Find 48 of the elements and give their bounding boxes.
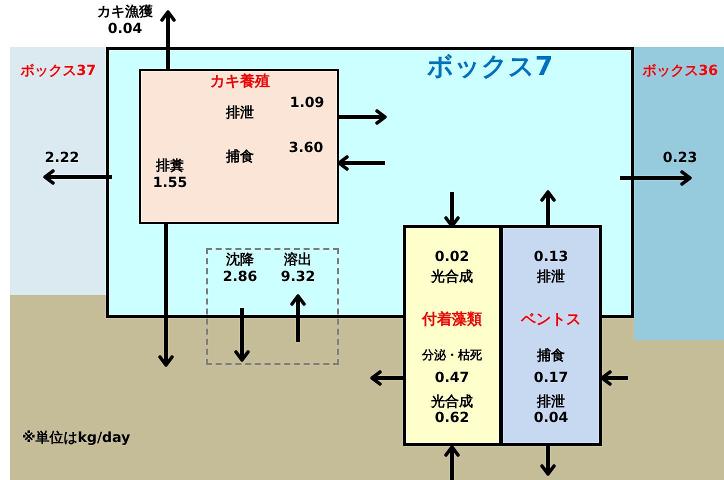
- arrow: [43, 169, 112, 185]
- arrow: [540, 190, 556, 225]
- arrow: [337, 155, 385, 171]
- edge-label: 0.47: [434, 370, 470, 387]
- region-band: [10, 47, 107, 295]
- process-label: 分泌・枯死: [422, 347, 482, 363]
- arrow: [234, 308, 250, 362]
- arrow: [444, 192, 460, 228]
- edge-label: 沈降 2.86: [222, 252, 258, 286]
- edge-label: 1.09: [288, 95, 326, 112]
- arrow: [620, 170, 692, 186]
- region-band: [634, 47, 724, 340]
- edge-label: 0.04: [532, 410, 570, 427]
- process-label: 排泄: [226, 104, 254, 122]
- edge-label: 排糞 1.55: [152, 158, 188, 192]
- edge-label: 0.02: [434, 249, 470, 266]
- algae-panel: [403, 225, 502, 446]
- note: ※単位はkg/day: [22, 430, 130, 447]
- panel-heading: 付着藻類: [422, 310, 482, 329]
- arrow: [339, 109, 387, 125]
- process-label: 排泄: [537, 268, 565, 286]
- benthos-panel: [500, 225, 602, 446]
- process-label: 光合成: [431, 268, 473, 286]
- arrow: [160, 10, 176, 70]
- edge-label: 0.23: [662, 150, 698, 167]
- box-heading: カキ養殖: [210, 72, 270, 91]
- edge-label: 2.22: [44, 150, 80, 167]
- region-name: ボックス36: [642, 62, 718, 80]
- edge-label: 0.62: [434, 410, 470, 427]
- arrow: [370, 370, 403, 386]
- process-label: 捕食: [537, 347, 565, 365]
- region-name: ボックス37: [20, 62, 96, 80]
- arrow: [444, 445, 460, 480]
- arrow: [158, 224, 174, 367]
- edge-label: 溶出 9.32: [280, 252, 316, 286]
- arrow: [540, 446, 556, 476]
- arrow: [290, 294, 306, 342]
- edge-label: 3.60: [288, 140, 324, 157]
- oyster-box: [139, 69, 339, 224]
- process-label: 捕食: [226, 148, 254, 166]
- process-label: 排泄: [537, 393, 565, 411]
- edge-label: カキ漁獲 0.04: [96, 4, 154, 38]
- edge-label: 0.17: [532, 370, 570, 387]
- box-title: ボックス7: [427, 52, 554, 82]
- edge-label: 0.13: [532, 249, 570, 266]
- arrow: [600, 370, 628, 386]
- process-label: 光合成: [431, 393, 473, 411]
- panel-heading: ベントス: [521, 310, 581, 329]
